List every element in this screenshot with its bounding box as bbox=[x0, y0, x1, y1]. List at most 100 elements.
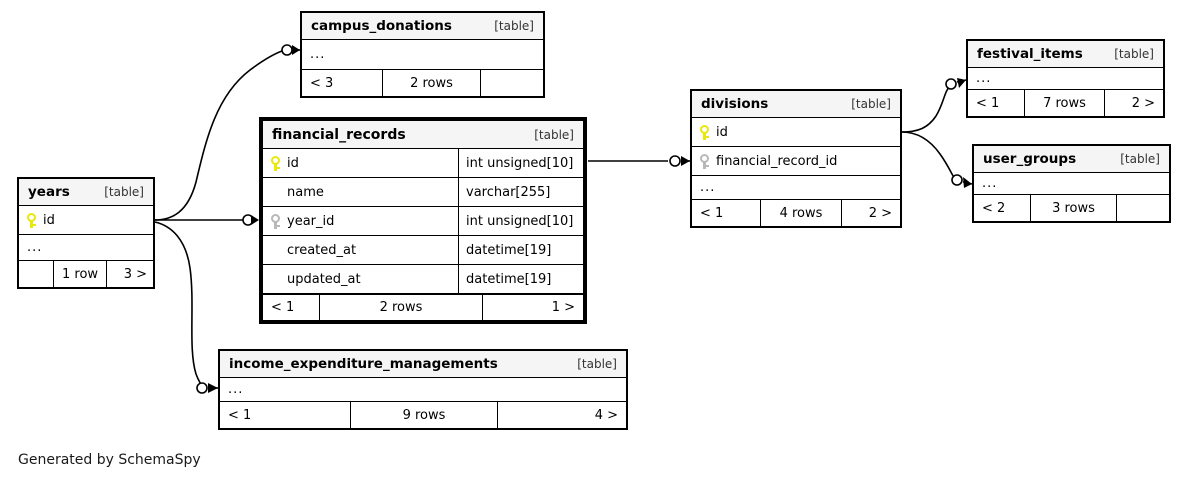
table-header: festival_items [table] bbox=[968, 41, 1163, 68]
primary-key-icon bbox=[27, 212, 36, 228]
footer-parents-count[interactable]: < 1 bbox=[228, 407, 252, 423]
footer-row-count: 3 rows bbox=[1030, 195, 1117, 221]
table-income_expenditure_managements[interactable]: income_expenditure_managements [table] .… bbox=[218, 349, 628, 430]
column-name-cell: id bbox=[263, 149, 458, 177]
table-festival_items[interactable]: festival_items [table] ... < 1 7 rows 2 … bbox=[966, 39, 1165, 118]
footer-row-count: 2 rows bbox=[319, 295, 483, 320]
footer-row-count: 2 rows bbox=[382, 70, 481, 96]
column-label: updated_at bbox=[287, 271, 361, 287]
footer-children-count[interactable] bbox=[481, 70, 543, 96]
column-label: id bbox=[43, 212, 55, 228]
column-type-cell: datetime[19] bbox=[458, 265, 583, 293]
more-columns-ellipsis[interactable]: ... bbox=[692, 176, 900, 200]
column-row-id[interactable]: id bbox=[19, 206, 153, 235]
more-columns-ellipsis[interactable]: ... bbox=[220, 378, 626, 402]
footer-children-count[interactable]: 3 > bbox=[123, 266, 148, 282]
footer-children-count[interactable]: 2 > bbox=[868, 205, 892, 221]
table-header: financial_records [table] bbox=[263, 121, 583, 149]
column-label: id bbox=[287, 155, 299, 171]
column-name-cell: id bbox=[692, 118, 900, 146]
column-row-year_id[interactable]: year_id int unsigned[10] bbox=[263, 207, 583, 236]
table-header: campus_donations [table] bbox=[302, 13, 543, 40]
footer-row-count: 9 rows bbox=[350, 402, 498, 428]
edge-divisions-festival_items bbox=[901, 85, 951, 133]
generated-by-note: Generated by SchemaSpy bbox=[18, 452, 201, 468]
table-footer: < 1 4 rows 2 > bbox=[692, 200, 900, 226]
more-columns-ellipsis[interactable]: ... bbox=[19, 235, 153, 261]
table-title: festival_items bbox=[977, 46, 1083, 62]
footer-parents-count[interactable]: < 1 bbox=[271, 300, 295, 315]
table-title: user_groups bbox=[983, 151, 1077, 167]
column-label: name bbox=[287, 184, 324, 200]
table-footer: < 1 7 rows 2 > bbox=[968, 90, 1163, 116]
column-label: year_id bbox=[287, 213, 335, 229]
column-name-cell: financial_record_id bbox=[692, 147, 900, 175]
foreign-key-icon bbox=[271, 213, 280, 229]
table-campus_donations[interactable]: campus_donations [table] ... < 3 2 rows bbox=[300, 11, 545, 98]
footer-parents-count[interactable]: < 1 bbox=[976, 95, 1000, 111]
table-user_groups[interactable]: user_groups [table] ... < 2 3 rows bbox=[972, 144, 1171, 223]
table-type-tag: [table] bbox=[577, 357, 617, 371]
footer-children-count[interactable]: 2 > bbox=[1131, 95, 1155, 111]
column-name-cell: year_id bbox=[263, 207, 458, 235]
column-row-financial_record_id[interactable]: financial_record_id bbox=[692, 147, 900, 176]
primary-key-icon bbox=[700, 124, 709, 140]
column-row-name[interactable]: name varchar[255] bbox=[263, 178, 583, 207]
table-financial_records[interactable]: financial_records [table] id int unsigne… bbox=[259, 117, 587, 324]
edge-divisions-user_groups bbox=[901, 131, 957, 181]
more-columns-ellipsis[interactable]: ... bbox=[974, 173, 1169, 195]
column-name-cell: name bbox=[263, 178, 458, 206]
footer-parents-count[interactable]: < 2 bbox=[982, 200, 1006, 216]
table-footer: < 1 9 rows 4 > bbox=[220, 402, 626, 428]
table-years[interactable]: years [table] id ... 1 row 3 > bbox=[17, 177, 155, 289]
table-header: user_groups [table] bbox=[974, 146, 1169, 173]
table-title: years bbox=[28, 184, 70, 200]
column-type-cell: datetime[19] bbox=[458, 236, 583, 264]
column-row-id[interactable]: id int unsigned[10] bbox=[263, 149, 583, 178]
column-type-cell: int unsigned[10] bbox=[458, 207, 583, 235]
table-type-tag: [table] bbox=[1120, 152, 1160, 166]
table-type-tag: [table] bbox=[1114, 47, 1154, 61]
column-type-cell: varchar[255] bbox=[458, 178, 583, 206]
primary-key-icon bbox=[271, 155, 280, 171]
edge-years-income_expenditure bbox=[154, 221, 205, 389]
column-label: financial_record_id bbox=[716, 153, 838, 169]
column-label: id bbox=[716, 124, 728, 140]
footer-children-count[interactable]: 4 > bbox=[594, 407, 618, 423]
column-name-cell: updated_at bbox=[263, 265, 458, 293]
table-type-tag: [table] bbox=[104, 185, 144, 199]
table-footer: < 2 3 rows bbox=[974, 195, 1169, 221]
column-name-cell: created_at bbox=[263, 236, 458, 264]
table-header: income_expenditure_managements [table] bbox=[220, 351, 626, 378]
table-header: divisions [table] bbox=[692, 91, 900, 118]
table-type-tag: [table] bbox=[534, 127, 574, 142]
table-header: years [table] bbox=[19, 179, 153, 206]
footer-parents-count[interactable] bbox=[19, 261, 53, 287]
footer-row-count: 4 rows bbox=[760, 200, 842, 226]
footer-row-count: 7 rows bbox=[1024, 90, 1105, 116]
table-type-tag: [table] bbox=[494, 19, 534, 33]
footer-parents-count[interactable]: < 3 bbox=[310, 75, 334, 91]
table-title: campus_donations bbox=[311, 18, 452, 34]
table-title: divisions bbox=[701, 96, 769, 112]
table-footer: 1 row 3 > bbox=[19, 261, 153, 287]
column-type-cell: int unsigned[10] bbox=[458, 149, 583, 177]
column-label: created_at bbox=[287, 242, 357, 258]
column-row-created_at[interactable]: created_at datetime[19] bbox=[263, 236, 583, 265]
foreign-key-icon bbox=[700, 153, 709, 169]
column-row-id[interactable]: id bbox=[692, 118, 900, 147]
table-divisions[interactable]: divisions [table] id financial_record_id… bbox=[690, 89, 902, 228]
footer-row-count: 1 row bbox=[53, 261, 108, 287]
footer-children-count[interactable]: 1 > bbox=[551, 300, 575, 315]
table-footer: < 3 2 rows bbox=[302, 70, 543, 96]
table-title: income_expenditure_managements bbox=[229, 356, 498, 372]
more-columns-ellipsis[interactable]: ... bbox=[302, 40, 543, 70]
footer-children-count[interactable] bbox=[1117, 195, 1169, 221]
column-name-cell: id bbox=[19, 206, 153, 234]
table-footer: < 1 2 rows 1 > bbox=[263, 294, 583, 320]
table-type-tag: [table] bbox=[851, 97, 891, 111]
more-columns-ellipsis[interactable]: ... bbox=[968, 68, 1163, 90]
column-row-updated_at[interactable]: updated_at datetime[19] bbox=[263, 265, 583, 294]
footer-parents-count[interactable]: < 1 bbox=[700, 205, 724, 221]
